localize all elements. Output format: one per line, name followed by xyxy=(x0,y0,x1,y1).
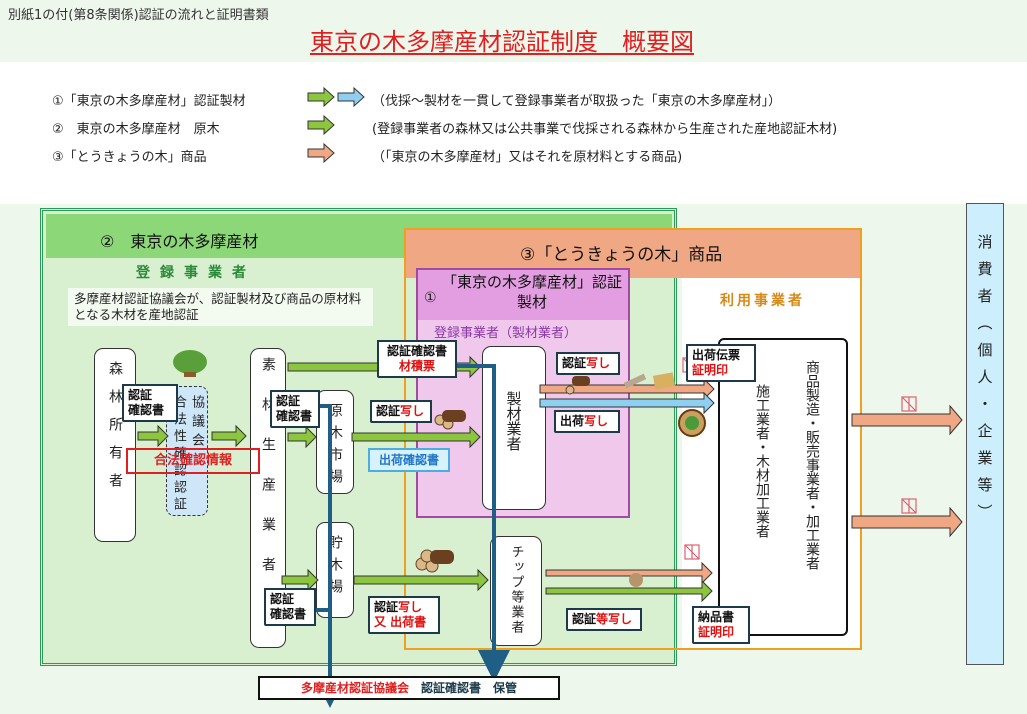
doc-shipping-slip: 出荷伝票証明印 xyxy=(686,344,756,382)
doc-cert-etc-copy: 認証等写し xyxy=(566,608,642,631)
arrow-users-to-consumer-2 xyxy=(851,506,963,538)
legend-desc-2: (登録事業者の森林又は公共事業で伐採される森林から生産された産地認証木材) xyxy=(372,122,838,137)
sawmill-operator-label: 登録事業者（製材業者） xyxy=(434,326,578,341)
legend-panel xyxy=(0,62,1027,204)
forest-owner-box: 森林所有者 xyxy=(94,348,136,542)
log-storage-label: 貯木場 xyxy=(327,535,343,601)
region-certified-lumber-title: 「東京の木多摩産材」認証製材 xyxy=(441,273,622,311)
consumer-label: 消費者（個人・企業等） xyxy=(975,234,994,531)
builder-label: 施工業者・木材加工業者 xyxy=(754,384,770,538)
legality-label: 合法性確認認証 xyxy=(171,395,186,514)
doc-cert-confirm-volume: 認証確認書材積票 xyxy=(377,340,457,378)
sawmill-label: 製材業者 xyxy=(504,391,523,451)
log-storage-box: 貯木場 xyxy=(316,522,354,618)
registered-operators-label: 登録事業者 xyxy=(136,265,256,281)
doc-cert-confirm-1: 認証確認書 xyxy=(122,384,178,422)
forest-owner-label: 森林所有者 xyxy=(107,361,123,501)
arrow-users-to-consumer-1 xyxy=(851,404,963,436)
legend-label-1: ①「東京の木多摩産材」認証製材 xyxy=(52,94,246,109)
chip-operator-label: チップ等業者 xyxy=(508,545,524,635)
manufacturer-label: 商品製造・販売事業者・加工業者 xyxy=(804,360,820,570)
region-certified-lumber-num: ① xyxy=(424,290,437,306)
council-label: 協議会 xyxy=(189,395,204,452)
legend-desc-3: （「東京の木多摩産材」又はそれを原材料とする商品) xyxy=(372,150,683,165)
subtitle: 別紙1の付(第8条関係)認証の流れと証明書類 xyxy=(8,8,269,23)
storage-note: 認証確認書 保管 xyxy=(421,681,518,695)
region-tama-wood-title: ② 東京の木多摩産材 xyxy=(100,232,259,251)
log-market-box: 原木市場 xyxy=(316,390,354,494)
legend-label-2: ② 東京の木多摩産材 原木 xyxy=(52,122,220,137)
chip-operator-box: チップ等業者 xyxy=(490,536,542,646)
doc-delivery-note: 納品書証明印 xyxy=(692,606,750,644)
doc-shipping-copy: 出荷写し xyxy=(554,410,620,433)
log-market-label: 原木市場 xyxy=(327,403,343,491)
legal-confirmation-info: 合法確認情報 xyxy=(126,448,260,474)
consumer-box: 消費者（個人・企業等） xyxy=(966,203,1004,665)
legend-desc-1: （伐採～製材を一貫して登録事業者が取扱った「東京の木多摩産材」） xyxy=(372,94,782,109)
doc-cert-copy-2: 認証写し xyxy=(556,352,620,375)
council-name: 多摩産材認証協議会 xyxy=(300,681,409,695)
doc-cert-confirm-3: 認証確認書 xyxy=(264,588,316,626)
certification-note: 多摩産材認証協議会が、認証製材及び商品の原材料となる木材を産地認証 xyxy=(68,288,373,326)
doc-cert-copy-1: 認証写し xyxy=(370,400,432,423)
sawmill-box: 製材業者 xyxy=(482,346,546,510)
legend-label-3: ③「とうきょうの木」商品 xyxy=(52,150,207,165)
region-certified-lumber-header xyxy=(418,270,628,320)
council-storage-box: 多摩産材認証協議会 認証確認書 保管 xyxy=(258,676,560,700)
doc-shipping-confirm: 出荷確認書 xyxy=(368,448,450,472)
user-operators-label: 利用事業者 xyxy=(720,293,805,309)
region-tokyo-wood-products-title: ③「とうきょうの木」商品 xyxy=(520,245,723,265)
doc-cert-confirm-2: 認証確認書 xyxy=(270,390,320,428)
user-operators-box: 施工業者・木材加工業者 商品製造・販売事業者・加工業者 xyxy=(718,338,848,636)
page-title: 東京の木多摩産材認証制度 概要図 xyxy=(310,28,694,56)
doc-cert-copy-or-shipping: 認証写し又 出荷書 xyxy=(368,596,440,634)
